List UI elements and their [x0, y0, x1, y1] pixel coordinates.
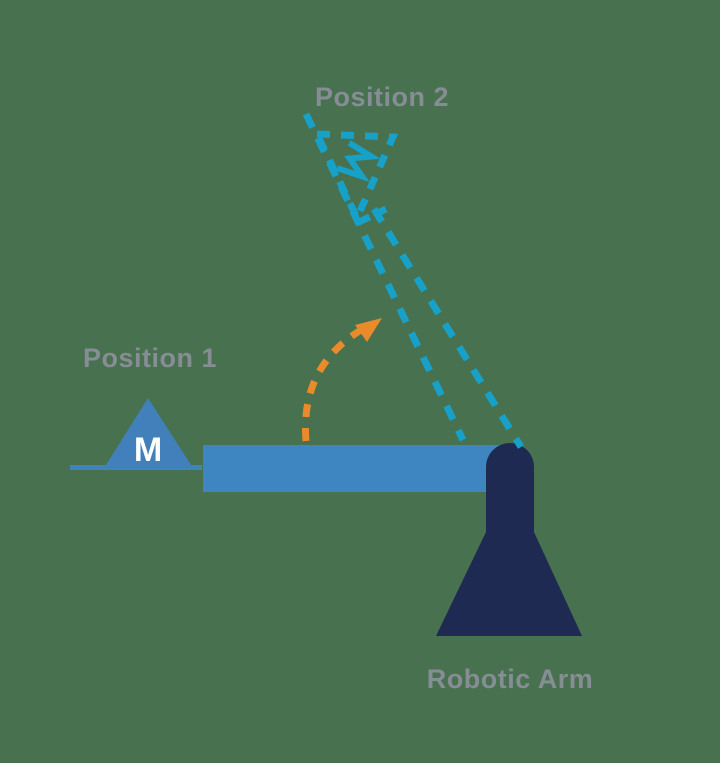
arm-position1 — [203, 445, 503, 492]
base-group: Robotic Arm — [427, 443, 594, 694]
mass-block-position1 — [104, 398, 193, 468]
arm-position2-end-edge — [355, 205, 388, 227]
position2-group — [302, 112, 524, 449]
mass-label-position2-m-strokes — [336, 140, 381, 183]
arm-position2-edge-right — [371, 207, 524, 449]
position1-label: Position 1 — [83, 343, 217, 373]
rotation-arrow-head — [355, 318, 382, 342]
robot-base — [436, 443, 582, 636]
mass-block-position2 — [311, 130, 399, 227]
robotic-arm-label: Robotic Arm — [427, 664, 594, 694]
position1-group: M Position 1 — [70, 343, 503, 492]
mass-label-position2-m-glyph — [336, 140, 381, 183]
rotation-arc — [301, 322, 370, 442]
rotation-indicator-group — [301, 318, 382, 442]
position2-label: Position 2 — [315, 82, 449, 112]
mass-label-position1: M — [134, 431, 162, 469]
